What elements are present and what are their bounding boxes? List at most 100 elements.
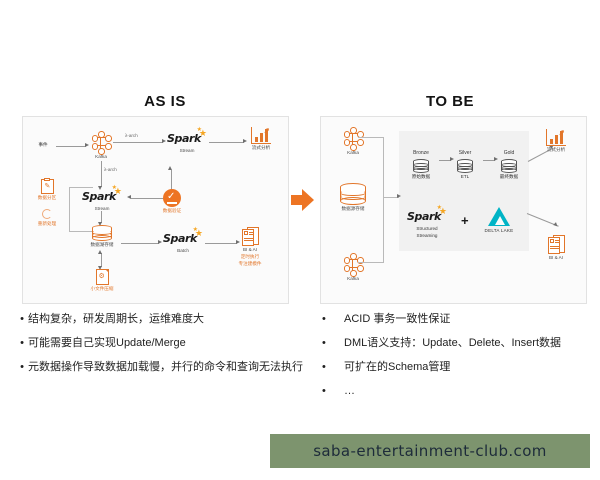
node-kafka-bottom: Kafka [333,253,373,282]
spark-logo-icon-4: Spark ★ ★ [407,204,447,224]
plus-operator: + [461,213,469,228]
bar-chart-icon: ↗ [251,127,271,144]
bracket-vertical [69,187,70,232]
bullet-text: ACID 事务一致性保证 [344,313,451,325]
bullet-text: … [344,384,355,397]
source-bracket-bottom [358,262,384,263]
kafka-icon-bottom [343,253,364,277]
arrowhead-storage-batch [158,240,162,245]
spark-star-small-icon: ★ [196,126,202,133]
edge-spark-analytics [209,142,244,143]
trend-arrow-icon: ↗ [263,126,270,135]
bullet-marker: • [322,384,326,397]
spark-star-icon-4: ★ [438,207,447,217]
edge-silver-gold [483,160,495,161]
node-silver: Silver ETL [457,150,473,179]
edge-sparkmid-storage [101,211,102,223]
database-icon-silver [457,158,473,173]
database-icon [92,225,112,241]
edge-event-kafka [56,146,86,147]
bullet-text: 结构复杂，研发周期长，运维难度大 [28,313,204,325]
database-icon-gold [501,158,517,173]
transition-arrow-icon [291,189,315,211]
node-bi-ai: BI & AI 定时执行 专注建模件 [226,227,274,268]
to-be-diagram-panel: Kafka 数据源存储 Kafka [320,116,587,304]
delta-lake-icon [488,207,510,227]
source-bracket-top [358,137,384,138]
source-bracket-vertical [383,137,384,262]
as-is-diagram-panel: 事件 Kafka λ-arch Spark ★ [22,116,289,304]
edge-validation-up [171,170,172,198]
to-be-bullet-3: • 可扩在的Schema管理 [318,360,598,375]
to-be-bullet-1: • ACID 事务一致性保证 [318,312,598,327]
bullet-marker: • [322,313,326,325]
clipboard-icon: ✎ [40,177,54,194]
node-kafka-top: Kafka [333,127,373,156]
edge-bronze-silver [439,160,451,161]
arrowhead-event-kafka [85,143,89,148]
bracket-top [69,187,93,188]
node-streaming-analytics: ↗ 流式分析 [251,126,271,150]
arrowhead-engine-biai [553,222,559,228]
bar-chart-icon-2: ↗ [546,129,566,146]
arrowhead-smallfile-storage [98,250,103,254]
as-is-bullet-1: • 结构复杂，研发周期长，运维难度大 [16,312,316,327]
spark-logo-icon-2: Spark ★ ★ [82,184,122,204]
bracket-bottom [69,231,95,232]
arrowhead-batch-biai [236,240,240,245]
edge-validation-spark [131,198,171,199]
spark-logo-icon-3: Spark ★ ★ [163,226,203,246]
node-small-file-compaction: ⚙ 小文件压缩 [83,269,121,292]
edge-kafka-sparkstream [113,142,163,143]
arrowhead-silver-gold [494,157,498,162]
arrowhead-validation-spark [127,195,131,200]
spark-star-icon-3: ★ [194,229,203,239]
database-icon-source [340,183,366,205]
kafka-icon [91,131,112,155]
to-be-title: TO BE [425,93,475,110]
watermark-banner: saba-entertainment-club.com [270,434,590,468]
spark-star-small-icon-4: ★ [436,204,442,211]
spark-star-icon-2: ★ [113,187,122,197]
node-spark-batch: Spark ★ ★ Batch [160,226,206,254]
source-bracket-join [383,197,399,198]
check-circle-icon: ✓ [163,189,181,207]
edge-label-lambda-arch-1: λ-arch [125,133,138,138]
edge-storage-batch [121,243,159,244]
bullet-marker: • [322,360,326,373]
node-bi-ai-tobe: BI & AI [535,235,577,261]
arrowhead-kafka-down [98,186,103,190]
node-data-storage: 数据湖存储 [83,225,121,248]
bullet-text: 可能需要自己实现Update/Merge [28,336,186,349]
node-event: 事件 [38,142,48,147]
node-data-validation: ✓ 数据验证 [162,189,182,213]
file-icon: ⚙ [95,269,109,285]
edge-label-lambda-arch-2: λ-arch [104,167,117,172]
node-spark-stream-top: Spark ★ ★ Stream [164,126,210,154]
node-spark-structured-streaming: Spark ★ ★ Structured Streaming [399,204,455,239]
bullet-text: DML语义支持：Update、Delete、Insert数据 [344,336,562,349]
trend-arrow-icon-2: ↗ [558,128,565,137]
spark-star-small-icon-3: ★ [192,226,198,233]
edge-kafka-down [101,161,102,187]
node-data-partition: ✎ 数据分区 [29,177,65,201]
report-icon-2 [547,235,565,254]
to-be-bullet-4: • … [318,384,598,399]
bullet-marker: • [20,360,24,373]
report-icon [241,227,259,246]
bullet-text: 元数据操作导致数据加载慢，并行的命令和查询无法执行 [28,360,303,373]
as-is-bullet-list: • 结构复杂，研发周期长，运维难度大 • 可能需要自己实现Update/Merg… [16,312,316,384]
spark-logo-icon: Spark ★ ★ [167,126,207,146]
arrowhead-spark-analytics [243,139,247,144]
as-is-bullet-3: • 元数据操作导致数据加载慢，并行的命令和查询无法执行 [16,360,316,375]
kafka-icon-top [343,127,364,151]
arrowhead-source-join [397,194,401,199]
to-be-bullet-list: • ACID 事务一致性保证 • DML语义支持：Update、Delete、I… [318,312,598,407]
arrowhead-sparkmid-storage [98,222,103,226]
node-streaming-analytics-tobe: ↗ 流式分析 [546,128,566,152]
arrowhead-bronze-silver [450,157,454,162]
node-delta-lake: DELTA LAKE [473,207,525,234]
bullet-marker: • [322,336,326,349]
node-gold: Gold 最终数据 [499,150,519,179]
